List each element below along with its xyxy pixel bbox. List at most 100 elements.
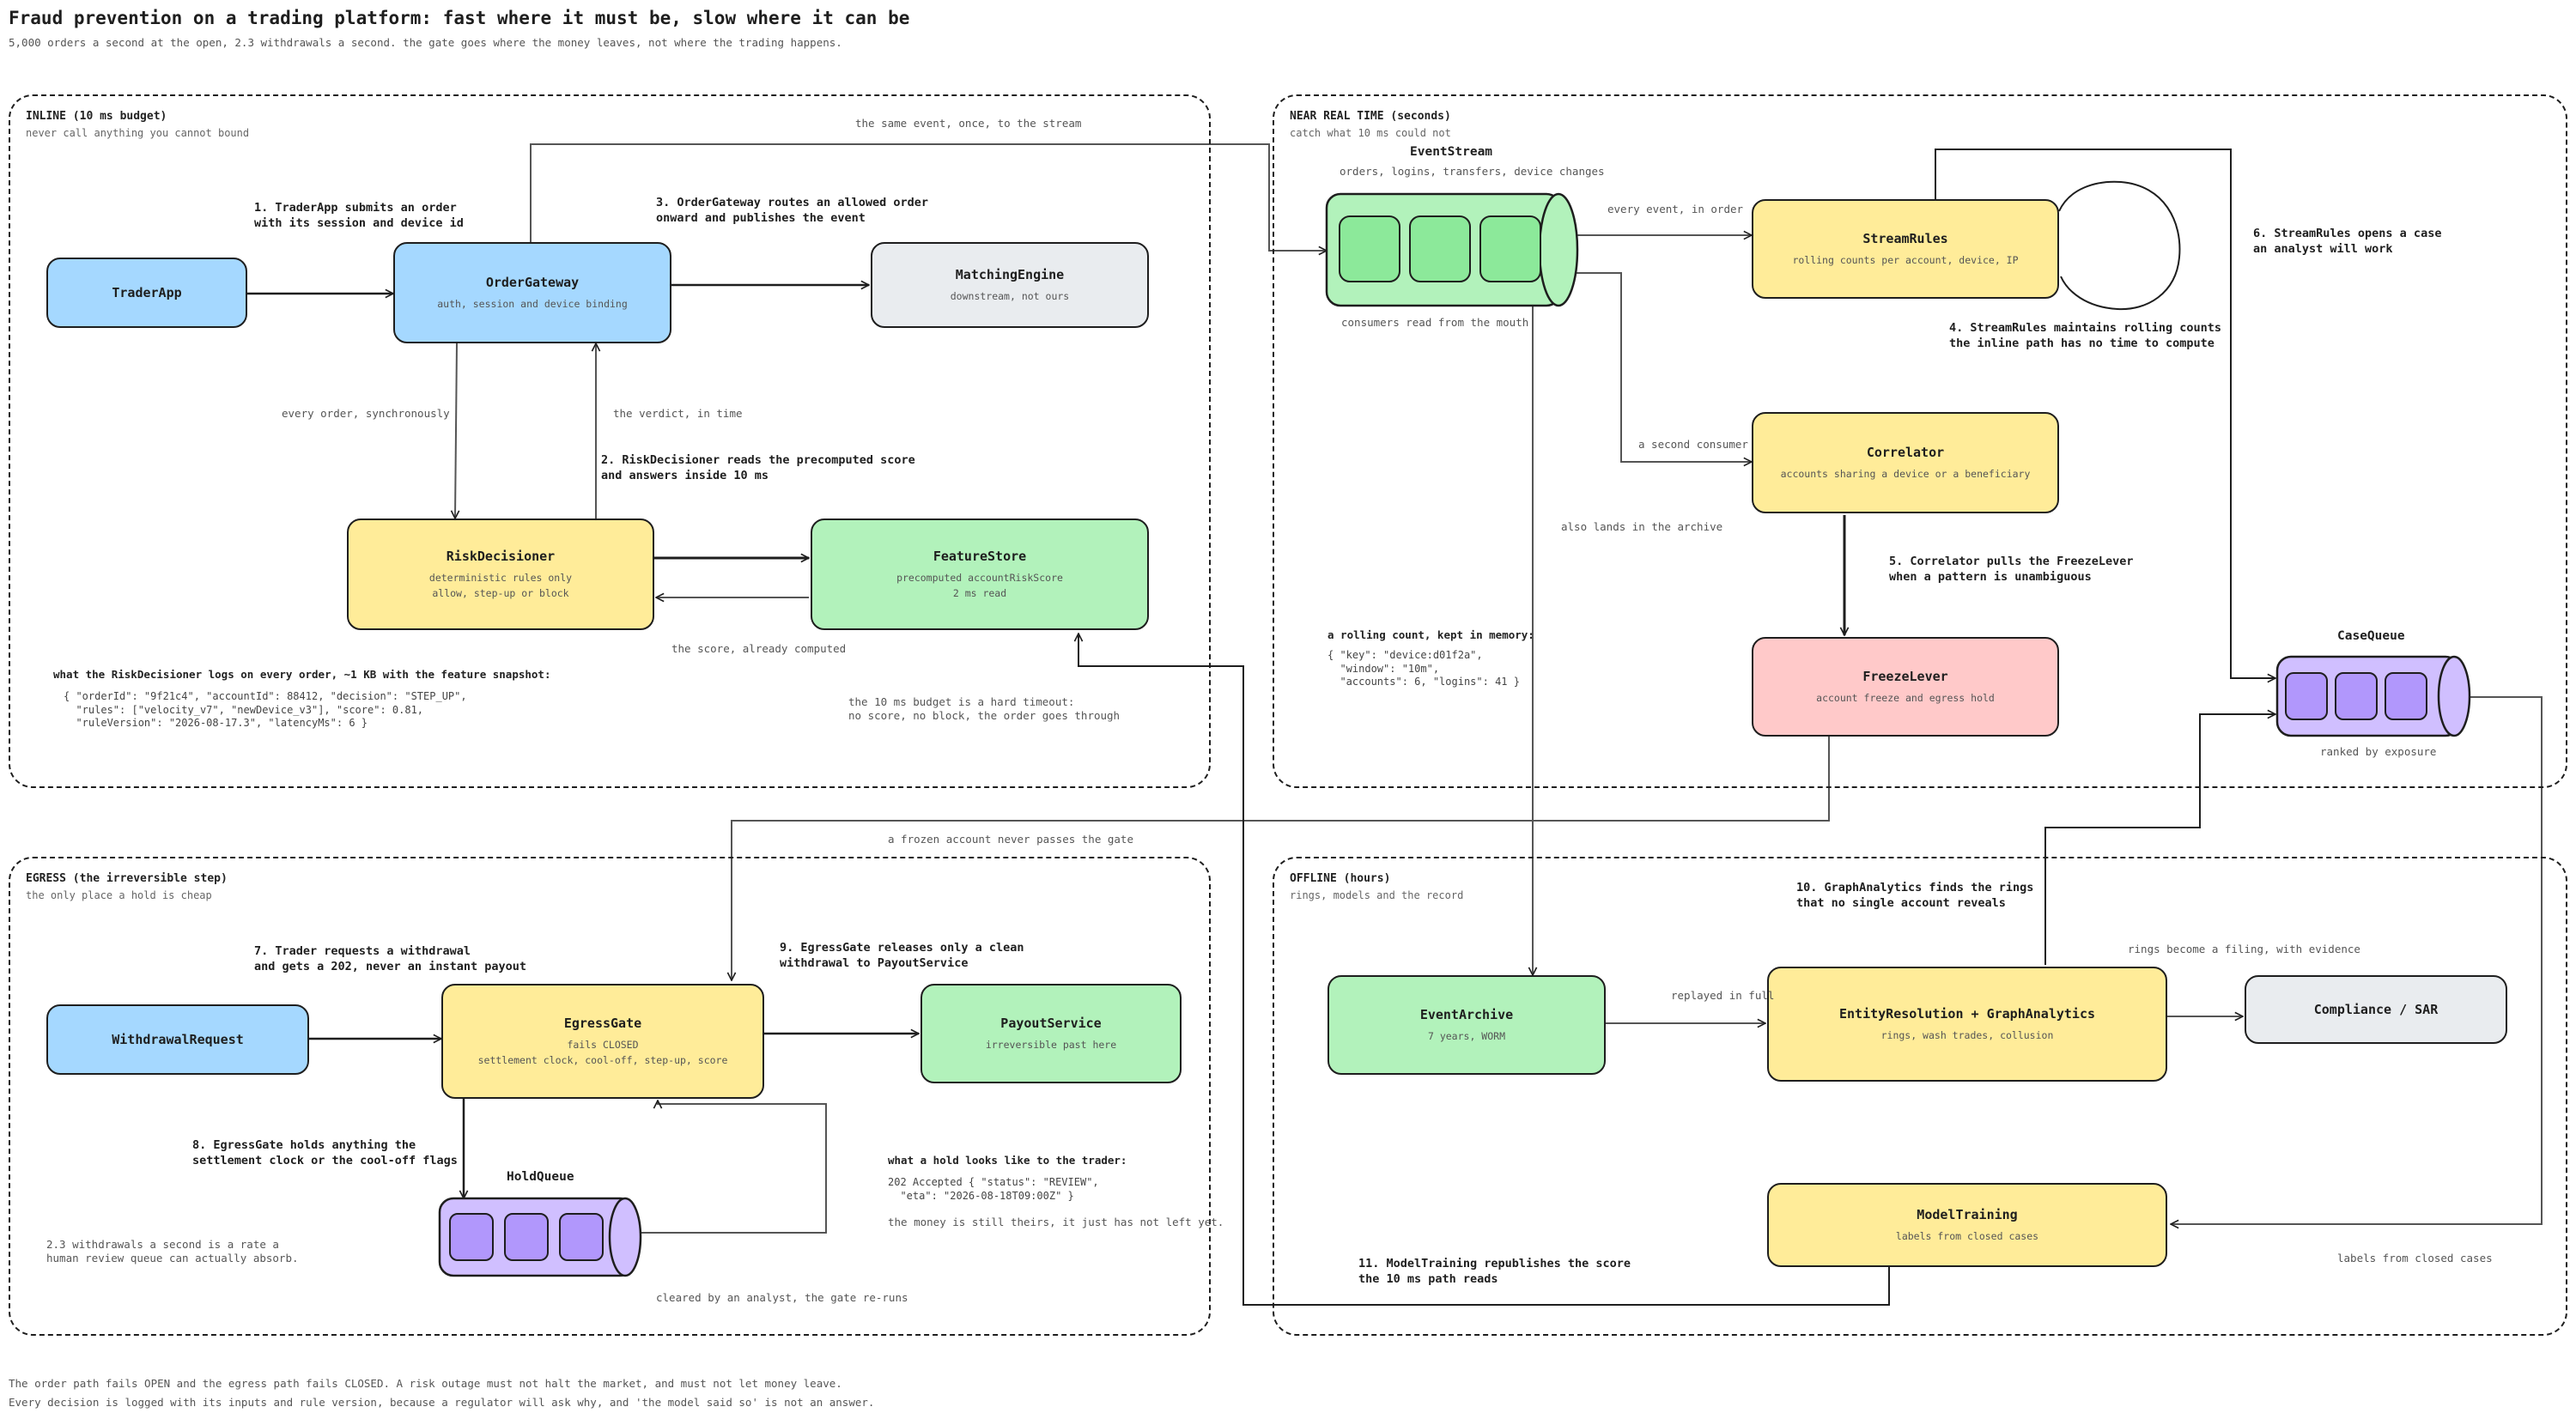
arrow-freezelever-to-egressgate	[732, 737, 1830, 980]
step-3: 3. OrderGateway routes an allowed order …	[656, 196, 928, 225]
node-title: MatchingEngine	[955, 266, 1065, 282]
node-title: StreamRules	[1862, 230, 1948, 246]
arrow-ordergateway-to-riskdecisioner	[455, 343, 457, 519]
step-5: 5. Correlator pulls the FreezeLever when…	[1889, 555, 2134, 584]
node-title: Correlator	[1866, 444, 1945, 460]
footer-line-1: The order path fails OPEN and the egress…	[9, 1377, 842, 1390]
node-subtitle: fails CLOSED settlement clock, cool-off,…	[477, 1038, 728, 1066]
page-subtitle: 5,000 orders a second at the open, 2.3 w…	[9, 36, 842, 49]
event-stream-title: EventStream	[1410, 145, 1493, 159]
node-subtitle: rolling counts per account, device, IP	[1792, 253, 2019, 266]
label-archive-lands: also lands in the archive	[1561, 520, 1723, 533]
node-title: ModelTraining	[1917, 1206, 2018, 1222]
node-trader-app: TraderApp	[46, 258, 247, 328]
zone-egress	[9, 857, 1211, 1336]
node-subtitle: 7 years, WORM	[1427, 1029, 1505, 1042]
node-subtitle: labels from closed cases	[1895, 1229, 2039, 1242]
note-count-code: { "key": "device:d01f2a", "window": "10m…	[1327, 649, 1520, 688]
node-title: RiskDecisioner	[446, 548, 556, 564]
label-withdrawal-rate: 2.3 withdrawals a second is a rate a hum…	[46, 1238, 299, 1265]
arrow-holdqueue-to-egressgate	[641, 1101, 827, 1234]
node-payout-service: PayoutService irreversible past here	[920, 984, 1182, 1083]
zone-egress-subtitle: the only place a hold is cheap	[26, 889, 212, 901]
arrow-modeltraining-to-featurestore	[1078, 634, 1890, 1306]
node-risk-decisioner: RiskDecisioner deterministic rules only …	[347, 519, 654, 630]
zone-offline	[1273, 857, 2567, 1336]
label-labels-closed: labels from closed cases	[2337, 1252, 2493, 1264]
node-subtitle: auth, session and device binding	[437, 297, 628, 310]
arrow-eventstream-to-correlator	[1577, 272, 1752, 462]
zone-offline-title: OFFLINE (hours)	[1290, 872, 1391, 885]
step-11: 11. ModelTraining republishes the score …	[1358, 1257, 1631, 1286]
event-stream-slot	[1479, 215, 1541, 282]
step-1: 1. TraderApp submits an order with its s…	[254, 201, 464, 230]
node-freeze-lever: FreezeLever account freeze and egress ho…	[1752, 637, 2059, 737]
node-stream-rules: StreamRules rolling counts per account, …	[1752, 199, 2059, 299]
label-filing: rings become a filing, with evidence	[2128, 943, 2360, 955]
zone-offline-subtitle: rings, models and the record	[1290, 889, 1464, 901]
hold-queue-slot	[504, 1213, 549, 1261]
event-stream-slot	[1339, 215, 1400, 282]
label-every-event: every event, in order	[1607, 203, 1744, 215]
case-queue-caption: ranked by exposure	[2320, 745, 2437, 758]
case-queue-slot	[2335, 672, 2378, 720]
node-compliance: Compliance / SAR	[2245, 975, 2507, 1044]
streamrules-self-loop	[2058, 180, 2181, 311]
node-subtitle: irreversible past here	[985, 1038, 1117, 1051]
node-title: EntityResolution + GraphAnalytics	[1838, 1005, 2095, 1022]
event-stream-slot	[1409, 215, 1471, 282]
hold-queue-slot	[559, 1213, 604, 1261]
hold-queue-slot	[449, 1213, 494, 1261]
label-cleared: cleared by an analyst, the gate re-runs	[656, 1291, 908, 1304]
zone-inline-subtitle: never call anything you cannot bound	[26, 127, 250, 139]
case-queue-slot	[2285, 672, 2328, 720]
node-title: TraderApp	[112, 284, 182, 300]
label-every-order: every order, synchronously	[282, 407, 450, 420]
label-replayed: replayed in full	[1671, 989, 1775, 1002]
node-title: EventArchive	[1419, 1006, 1514, 1022]
node-event-archive: EventArchive 7 years, WORM	[1327, 975, 1606, 1075]
zone-inline-title: INLINE (10 ms budget)	[26, 110, 167, 123]
label-frozen-never: a frozen account never passes the gate	[888, 833, 1133, 846]
step-2: 2. RiskDecisioner reads the precomputed …	[601, 453, 915, 482]
node-subtitle: rings, wash trades, collusion	[1880, 1028, 2054, 1041]
node-egress-gate: EgressGate fails CLOSED settlement clock…	[441, 984, 764, 1099]
node-title: Compliance / SAR	[2313, 1001, 2439, 1017]
node-subtitle: accounts sharing a device or a beneficia…	[1780, 467, 2031, 480]
node-graph-analytics: EntityResolution + GraphAnalytics rings,…	[1767, 967, 2167, 1082]
page-title: Fraud prevention on a trading platform: …	[9, 8, 910, 28]
zone-realtime-title: NEAR REAL TIME (seconds)	[1290, 110, 1451, 123]
zone-realtime-subtitle: catch what 10 ms could not	[1290, 127, 1451, 139]
node-model-training: ModelTraining labels from closed cases	[1767, 1183, 2167, 1267]
footer-line-2: Every decision is logged with its inputs…	[9, 1396, 875, 1409]
step-7: 7. Trader requests a withdrawal and gets…	[254, 944, 526, 973]
node-title: OrderGateway	[485, 274, 580, 290]
step-8: 8. EgressGate holds anything the settlem…	[192, 1138, 458, 1167]
hold-queue-shape	[438, 1197, 642, 1277]
step-10: 10. GraphAnalytics finds the rings that …	[1796, 881, 2034, 910]
node-withdrawal-request: WithdrawalRequest	[46, 1004, 309, 1075]
node-subtitle: downstream, not ours	[950, 289, 1070, 302]
note-hold-tail: the money is still theirs, it just has n…	[888, 1216, 1224, 1228]
label-budget-timeout: the 10 ms budget is a hard timeout: no s…	[848, 695, 1121, 723]
arrow-streamrules-to-casequeue	[1935, 149, 2275, 678]
case-queue-title: CaseQueue	[2337, 629, 2405, 643]
case-queue-shape	[2275, 655, 2471, 737]
zone-egress-title: EGRESS (the irreversible step)	[26, 872, 228, 885]
node-order-gateway: OrderGateway auth, session and device bi…	[393, 242, 671, 343]
node-matching-engine: MatchingEngine downstream, not ours	[871, 242, 1149, 328]
node-title: PayoutService	[1000, 1015, 1102, 1031]
node-title: EgressGate	[563, 1015, 642, 1031]
event-stream-subtitle: orders, logins, transfers, device change…	[1340, 165, 1605, 178]
note-hold-title: what a hold looks like to the trader:	[888, 1154, 1127, 1167]
hold-queue-title: HoldQueue	[507, 1170, 574, 1184]
arrow-casequeue-to-modeltraining	[2171, 696, 2543, 1224]
label-second-consumer: a second consumer	[1638, 438, 1748, 451]
node-subtitle: precomputed accountRiskScore 2 ms read	[896, 571, 1063, 599]
zone-inline	[9, 94, 1211, 788]
node-title: WithdrawalRequest	[112, 1031, 244, 1047]
label-score-computed: the score, already computed	[671, 642, 847, 655]
zone-near-real-time	[1273, 94, 2567, 788]
node-subtitle: account freeze and egress hold	[1816, 691, 1995, 704]
node-subtitle: deterministic rules only allow, step-up …	[428, 571, 573, 599]
